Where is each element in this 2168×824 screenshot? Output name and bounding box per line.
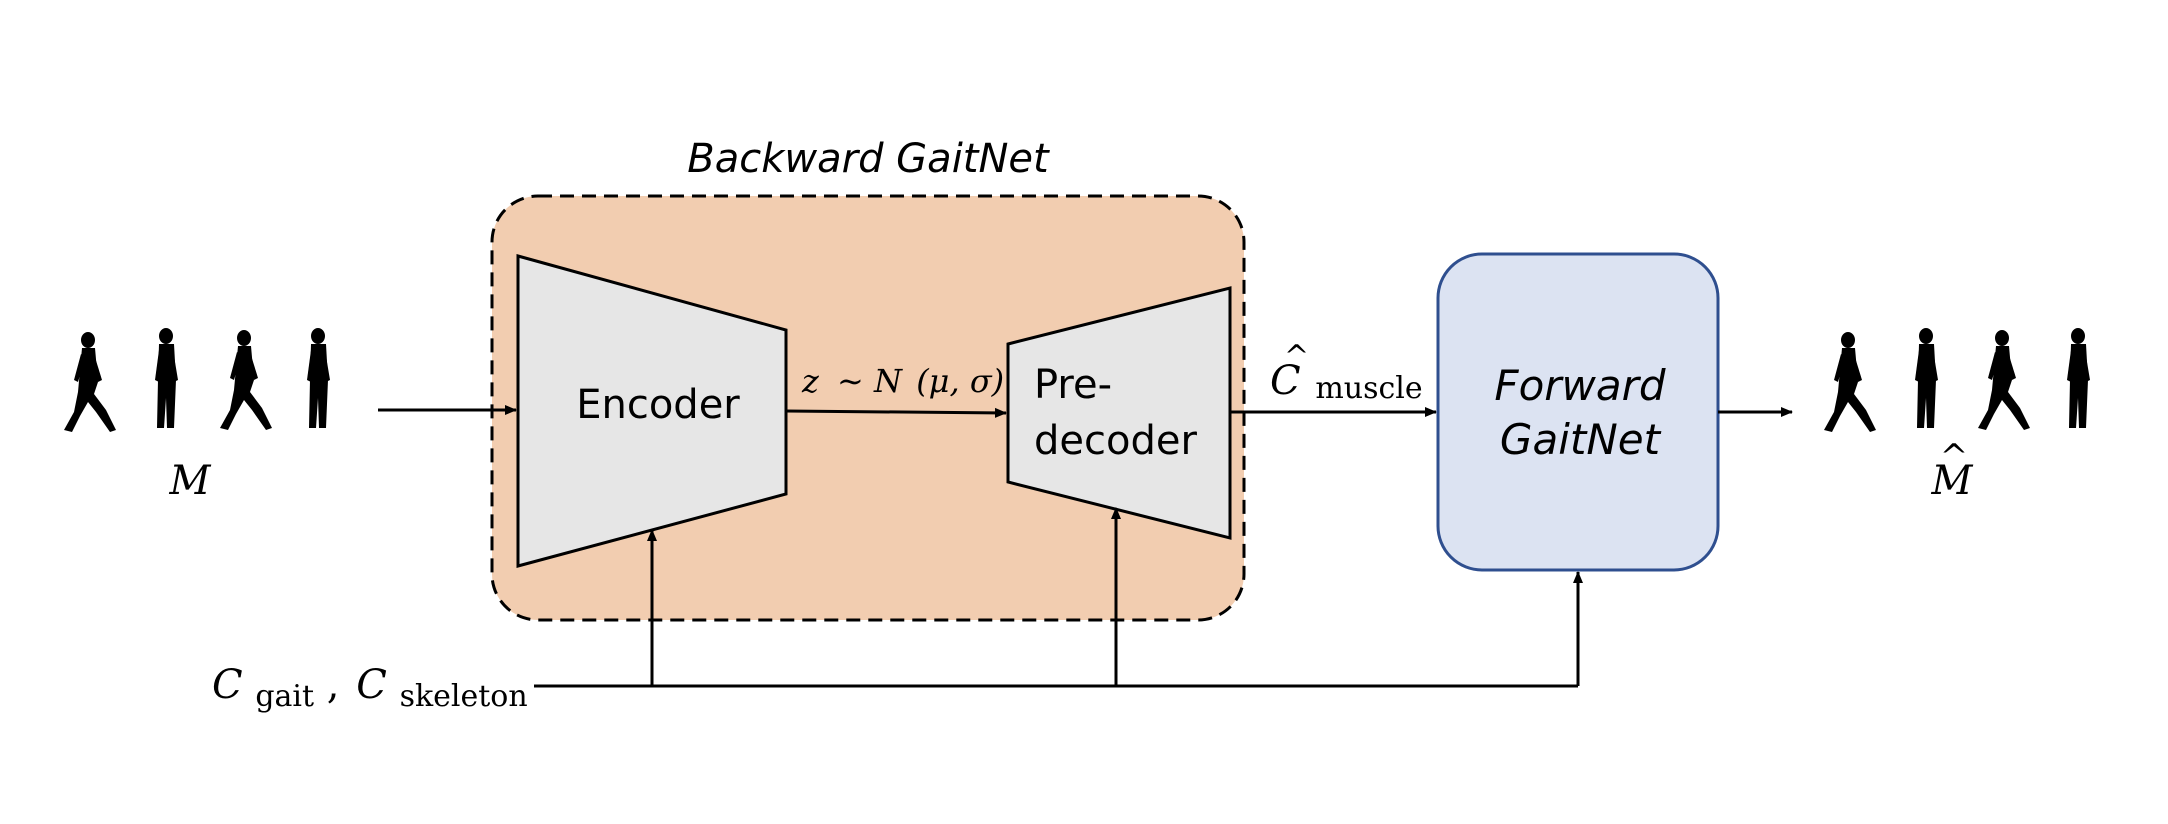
forward-gaitnet-block: [1436, 252, 1720, 572]
conditions-separator: ,: [327, 662, 340, 708]
encoder-block: [516, 254, 788, 568]
input-walking-figures-icon: [64, 328, 330, 432]
latent-params: (μ, σ): [916, 362, 1004, 400]
encoder-label: Encoder: [576, 382, 740, 428]
output-walking-figures-icon: [1824, 328, 2090, 432]
latent-arrow: [785, 407, 1007, 418]
conditions-sub-gait: gait: [255, 679, 314, 714]
forward-gaitnet-label-line1: Forward: [1494, 361, 1665, 410]
muscle-condition-label: C muscle: [1270, 358, 1423, 406]
muscle-subscript: muscle: [1315, 371, 1422, 406]
forward-gaitnet-label-line2: GaitNet: [1500, 415, 1662, 464]
conditions-symbol-skeleton: C: [356, 662, 387, 708]
conditions-label: C gait , C skeleton: [212, 662, 528, 716]
muscle-symbol: C: [1270, 358, 1301, 404]
output-motion-hat: ^: [1940, 437, 1969, 477]
latent-dist: ∼ N: [837, 362, 903, 400]
output-motion-label: M: [1931, 458, 1974, 504]
muscle-hat: ^: [1284, 339, 1309, 374]
predecoder-block: [1006, 286, 1232, 540]
latent-var: z: [801, 362, 820, 400]
conditions-sub-skeleton: skeleton: [400, 679, 528, 714]
predecoder-label-line1: Pre-: [1034, 362, 1112, 408]
backward-gaitnet-title: Backward GaitNet: [687, 136, 1050, 182]
predecoder-label-line2: decoder: [1034, 418, 1197, 464]
latent-label: z ∼ N (μ, σ): [801, 362, 1004, 400]
conditions-symbol-gait: C: [212, 662, 243, 708]
input-motion-label: M: [169, 458, 212, 504]
